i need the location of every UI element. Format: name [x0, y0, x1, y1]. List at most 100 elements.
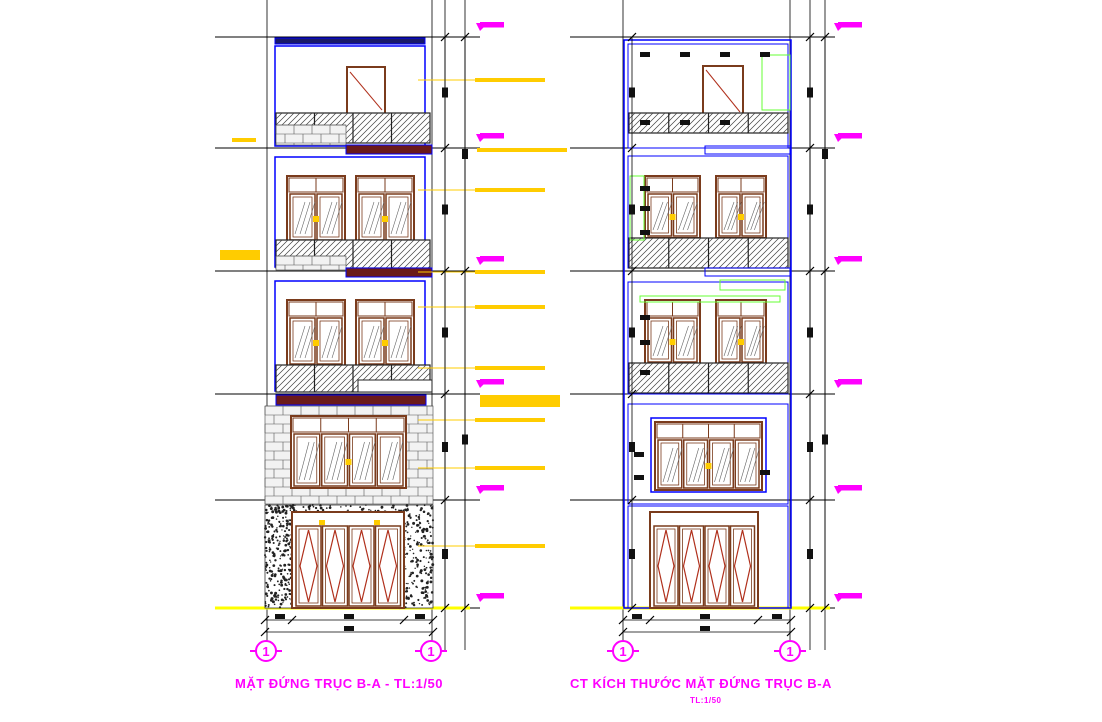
hatch-line	[276, 240, 283, 247]
level-flag	[838, 485, 862, 490]
stone-dot	[271, 538, 274, 541]
stone-dot	[420, 579, 424, 583]
stone-dot	[425, 557, 427, 559]
hatch-line	[652, 238, 684, 268]
stone-dot	[276, 539, 279, 542]
hatch-line	[778, 258, 788, 268]
stone-dot	[406, 521, 409, 524]
dim-text-block	[640, 186, 650, 191]
glass-reflection	[714, 447, 725, 483]
window-3b	[355, 175, 415, 243]
glass-reflection	[688, 447, 700, 483]
stone-dot	[277, 599, 280, 602]
stone-dot	[405, 552, 409, 555]
stone-dot	[418, 541, 420, 544]
stone-dot	[414, 531, 417, 533]
dim-text-block	[640, 120, 650, 125]
stone-dot	[347, 509, 349, 512]
hatch-line	[712, 363, 744, 393]
stone-dot	[289, 545, 291, 548]
hatch-line	[341, 113, 373, 143]
glass-reflection	[299, 201, 311, 235]
hatch-line	[344, 365, 373, 392]
level-flag	[838, 379, 862, 384]
level-triangle	[834, 486, 846, 494]
leaf-panel	[352, 436, 373, 484]
stone-dot	[276, 547, 280, 551]
window-leaf	[316, 317, 343, 365]
stone-dot	[288, 523, 290, 526]
stone-dot	[422, 510, 426, 514]
glass-reflection	[336, 441, 348, 481]
stone-dot	[266, 571, 269, 574]
leaf-frame	[672, 193, 698, 237]
stone-dot	[272, 541, 275, 545]
leaf-frame	[316, 317, 343, 365]
balcony-railing-2	[275, 364, 431, 393]
window-leaf	[321, 433, 349, 487]
stone-dot	[279, 525, 282, 528]
stone-dot	[273, 593, 277, 597]
stone-dot	[269, 580, 272, 582]
stone-dot	[270, 570, 274, 573]
window-2a	[286, 299, 346, 367]
stone-dot	[278, 583, 281, 586]
stone-dot	[285, 516, 287, 518]
handle	[382, 216, 388, 222]
hatch-line	[415, 253, 430, 268]
hatch-line	[706, 363, 738, 393]
railing-infill	[276, 240, 430, 268]
stone-dot	[287, 521, 290, 523]
stone-dot	[275, 518, 278, 520]
handle	[313, 340, 319, 346]
glass-reflection	[682, 201, 694, 231]
level-triangle	[476, 486, 488, 494]
dim-tick	[428, 615, 438, 625]
stone-dot	[293, 504, 295, 506]
stone-dot	[272, 564, 276, 568]
stone-dot	[264, 554, 267, 557]
glass-reflection	[697, 447, 709, 483]
hatch-line	[676, 238, 708, 268]
hatch-line	[389, 113, 421, 143]
stone-dot	[278, 606, 282, 609]
dim-tick	[618, 627, 628, 637]
door-lock	[374, 520, 380, 525]
stone-dot	[264, 568, 267, 570]
stone-dot	[411, 559, 414, 563]
level-triangle	[834, 23, 846, 31]
stone-dot	[263, 536, 267, 539]
dim-tick	[440, 143, 450, 153]
stone-dot	[285, 533, 289, 537]
hatch-line	[284, 365, 313, 392]
glass-reflection	[326, 325, 338, 359]
stone-dot	[329, 504, 331, 507]
dim-text-block	[640, 206, 650, 211]
hatch-line	[752, 113, 774, 133]
stone-dot	[425, 529, 429, 533]
axis-bubble-icon: 1	[415, 640, 447, 662]
brick-band-3	[275, 255, 347, 271]
stone-dot	[289, 541, 291, 543]
stone-dot	[284, 596, 287, 599]
window-leaf	[647, 193, 673, 237]
annotation-leader	[418, 544, 545, 548]
stone-dot	[264, 601, 267, 603]
stone-dot	[319, 506, 323, 510]
stone-dot	[405, 530, 407, 532]
hatch-line	[754, 238, 786, 268]
hatch-line	[397, 240, 427, 268]
stone-dot	[269, 559, 271, 562]
stone-dot	[426, 513, 429, 516]
stone-dot	[429, 570, 432, 574]
guide-outline	[761, 54, 791, 111]
glass-reflection	[364, 441, 376, 481]
glass-reflection	[400, 325, 412, 359]
stone-dot	[429, 534, 433, 538]
window-2a	[644, 299, 701, 365]
stone-dot	[405, 596, 409, 600]
stone-dot	[286, 548, 290, 552]
stone-dot	[289, 504, 292, 507]
window-leaf	[672, 317, 698, 363]
